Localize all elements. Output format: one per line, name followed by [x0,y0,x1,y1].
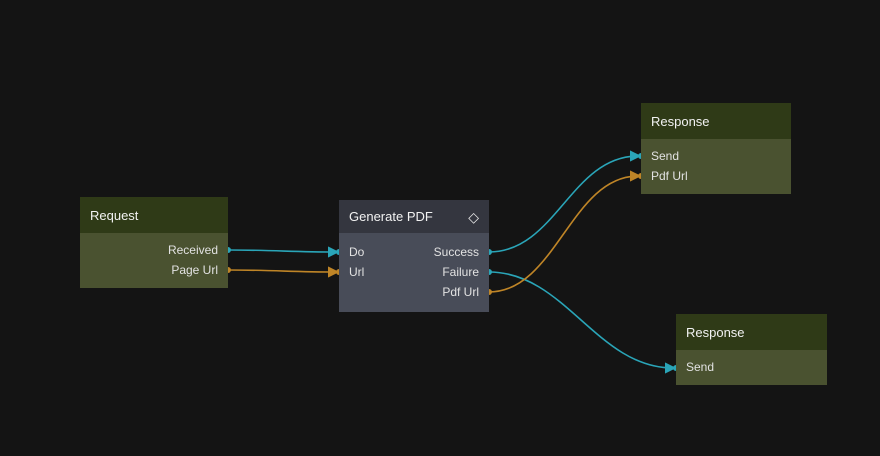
node-generate-pdf-body: Do Success Url Failure Pdf Url [339,233,489,312]
diamond-icon: ◇ [468,208,479,225]
node-title: Request [90,207,139,223]
port-label-send: Send [686,360,715,374]
node-request[interactable]: Request Received Page Url [80,197,228,288]
node-response-top-header[interactable]: Response [641,103,791,139]
port-row: Received [80,240,228,260]
port-row: Url Failure [339,262,489,282]
port-label-url: Url [349,265,365,279]
node-response-bottom-body: Send [676,350,827,385]
port-label-pdf-url: Pdf Url [442,285,479,299]
node-response-top-body: Send Pdf Url [641,139,791,194]
port-row: Page Url [80,260,228,280]
edge-pdfurl-to-pdfurl[interactable] [488,170,642,293]
node-title: Response [686,324,745,340]
port-row: Pdf Url [339,282,489,302]
port-row: Pdf Url [641,166,791,186]
port-label-pdf-url: Pdf Url [651,169,688,183]
node-request-body: Received Page Url [80,233,228,288]
port-label-failure: Failure [442,265,479,279]
node-title: Generate PDF [349,209,433,224]
node-request-header[interactable]: Request [80,197,228,233]
port-row: Send [676,357,827,377]
node-response-top[interactable]: Response Send Pdf Url [641,103,791,194]
node-generate-pdf-header[interactable]: Generate PDF ◇ [339,200,489,233]
node-generate-pdf[interactable]: Generate PDF ◇ Do Success Url Failure Pd… [339,200,489,312]
node-response-bottom-header[interactable]: Response [676,314,827,350]
port-label-success: Success [433,245,479,259]
edge-failure-to-send[interactable] [488,271,677,374]
port-label-received: Received [167,243,218,257]
port-row: Send [641,146,791,166]
port-label-page-url: Page Url [171,263,218,277]
port-label-send: Send [651,149,680,163]
node-title: Response [651,113,710,129]
edge-pageurl-to-url[interactable] [227,266,340,278]
edge-success-to-send[interactable] [488,150,642,253]
port-row: Do Success [339,242,489,262]
node-response-bottom[interactable]: Response Send [676,314,827,385]
port-label-do: Do [349,245,365,259]
edge-received-to-do[interactable] [227,246,340,258]
